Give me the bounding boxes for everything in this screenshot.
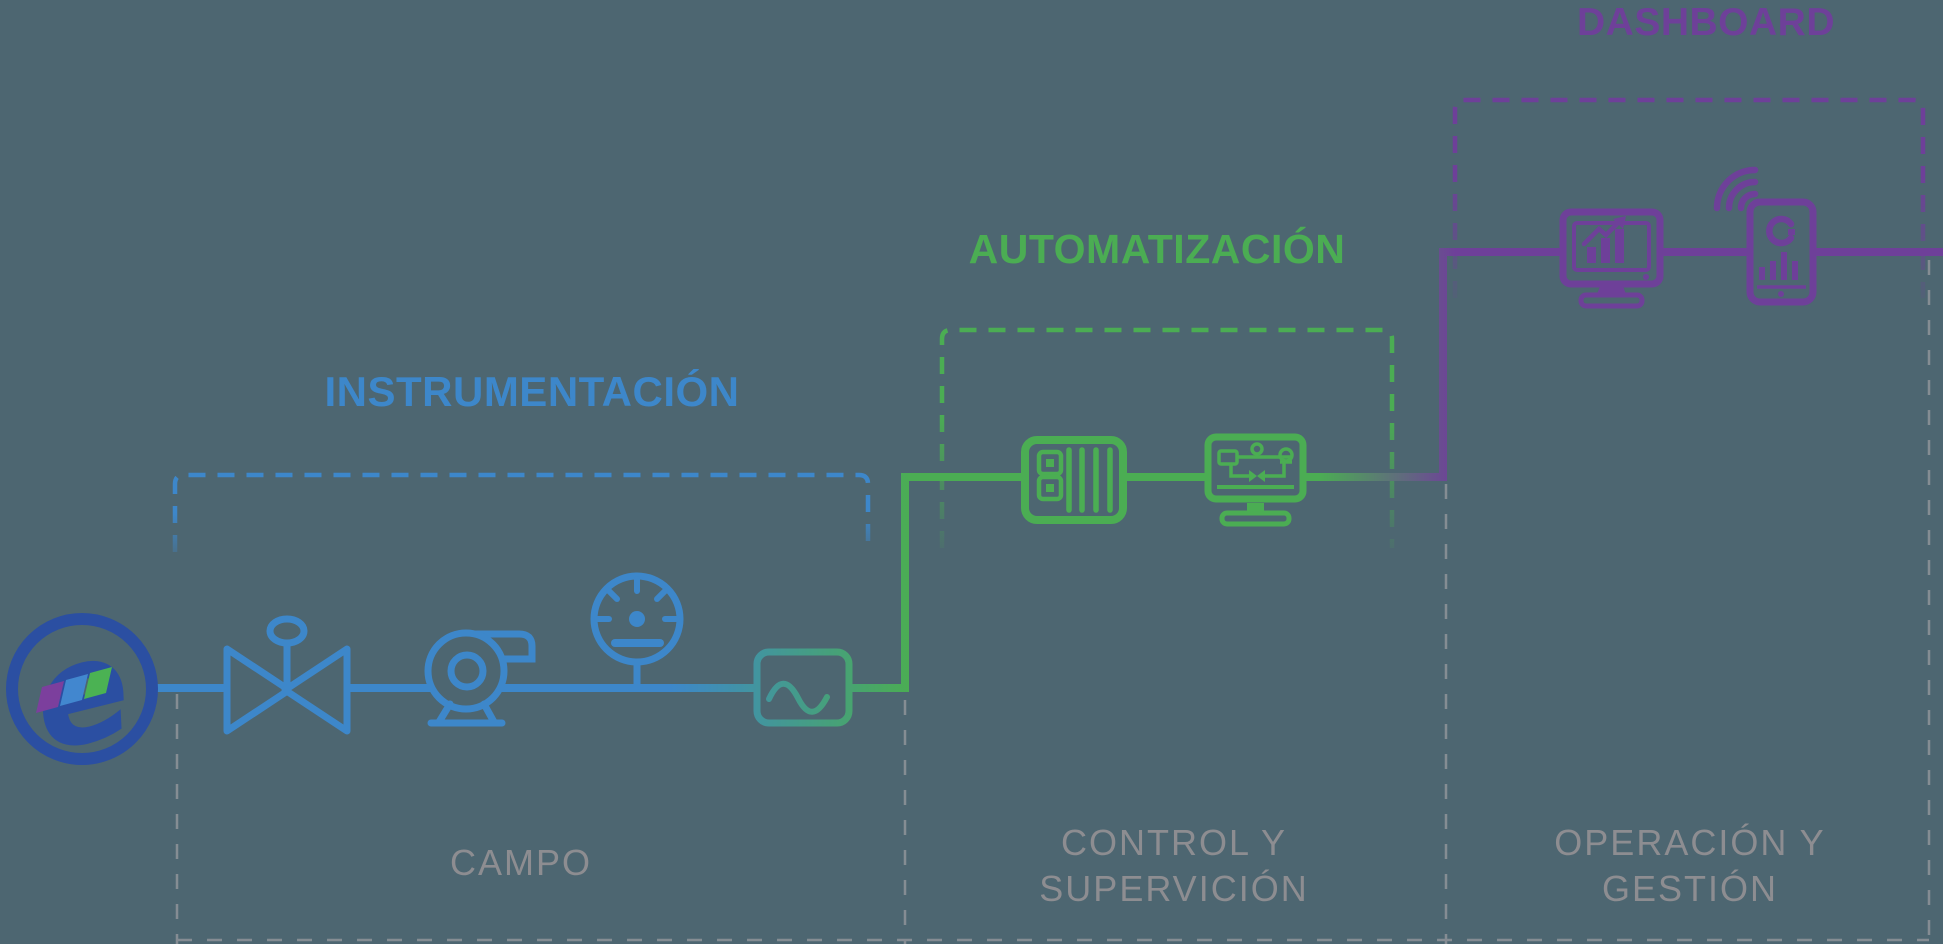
logo-stripe-purple bbox=[36, 681, 64, 713]
zone-cell-borders bbox=[175, 260, 1931, 944]
stage-label-control-supervicion: CONTROL Y SUPERVICIÓN bbox=[934, 820, 1414, 912]
smartphone-icon bbox=[1746, 198, 1817, 306]
desktop-dashboard-icon bbox=[1559, 208, 1664, 309]
wifi-signal-icon bbox=[1713, 166, 1759, 212]
stage-label-control-line2: SUPERVICIÓN bbox=[1039, 868, 1309, 909]
stage-label-operacion-line2: GESTIÓN bbox=[1601, 868, 1779, 909]
plc-icon bbox=[1021, 436, 1127, 524]
stage-label-campo: CAMPO bbox=[281, 840, 761, 886]
zone-title-instrumentacion: INSTRUMENTACIÓN bbox=[324, 368, 740, 415]
scada-screen-minidiagram bbox=[1217, 442, 1294, 482]
zone-brackets bbox=[172, 97, 1926, 552]
valve-icon bbox=[223, 615, 351, 735]
zone-title-dashboard: DASHBOARD bbox=[1577, 1, 1835, 44]
logo-stripe-green bbox=[84, 667, 112, 699]
stage-label-operacion-gestion: OPERACIÓN Y GESTIÓN bbox=[1450, 820, 1930, 912]
transmitter-icon bbox=[753, 648, 853, 727]
stage-label-operacion-line1: OPERACIÓN Y bbox=[1554, 822, 1826, 863]
instrumentacion-bracket bbox=[172, 472, 871, 552]
company-logo: e bbox=[6, 604, 158, 785]
gauge-icon bbox=[590, 572, 684, 684]
stage-label-campo-line1: CAMPO bbox=[449, 842, 592, 883]
pump-icon bbox=[424, 629, 536, 727]
dashboard-bracket bbox=[1452, 97, 1926, 298]
zone-title-automatizacion: AUTOMATIZACIÓN bbox=[968, 226, 1346, 272]
logo-stripe-blue bbox=[60, 674, 88, 706]
scada-monitor-icon bbox=[1204, 433, 1307, 527]
automatizacion-bracket bbox=[939, 327, 1395, 548]
stage-label-control-line1: CONTROL Y bbox=[1060, 822, 1288, 863]
